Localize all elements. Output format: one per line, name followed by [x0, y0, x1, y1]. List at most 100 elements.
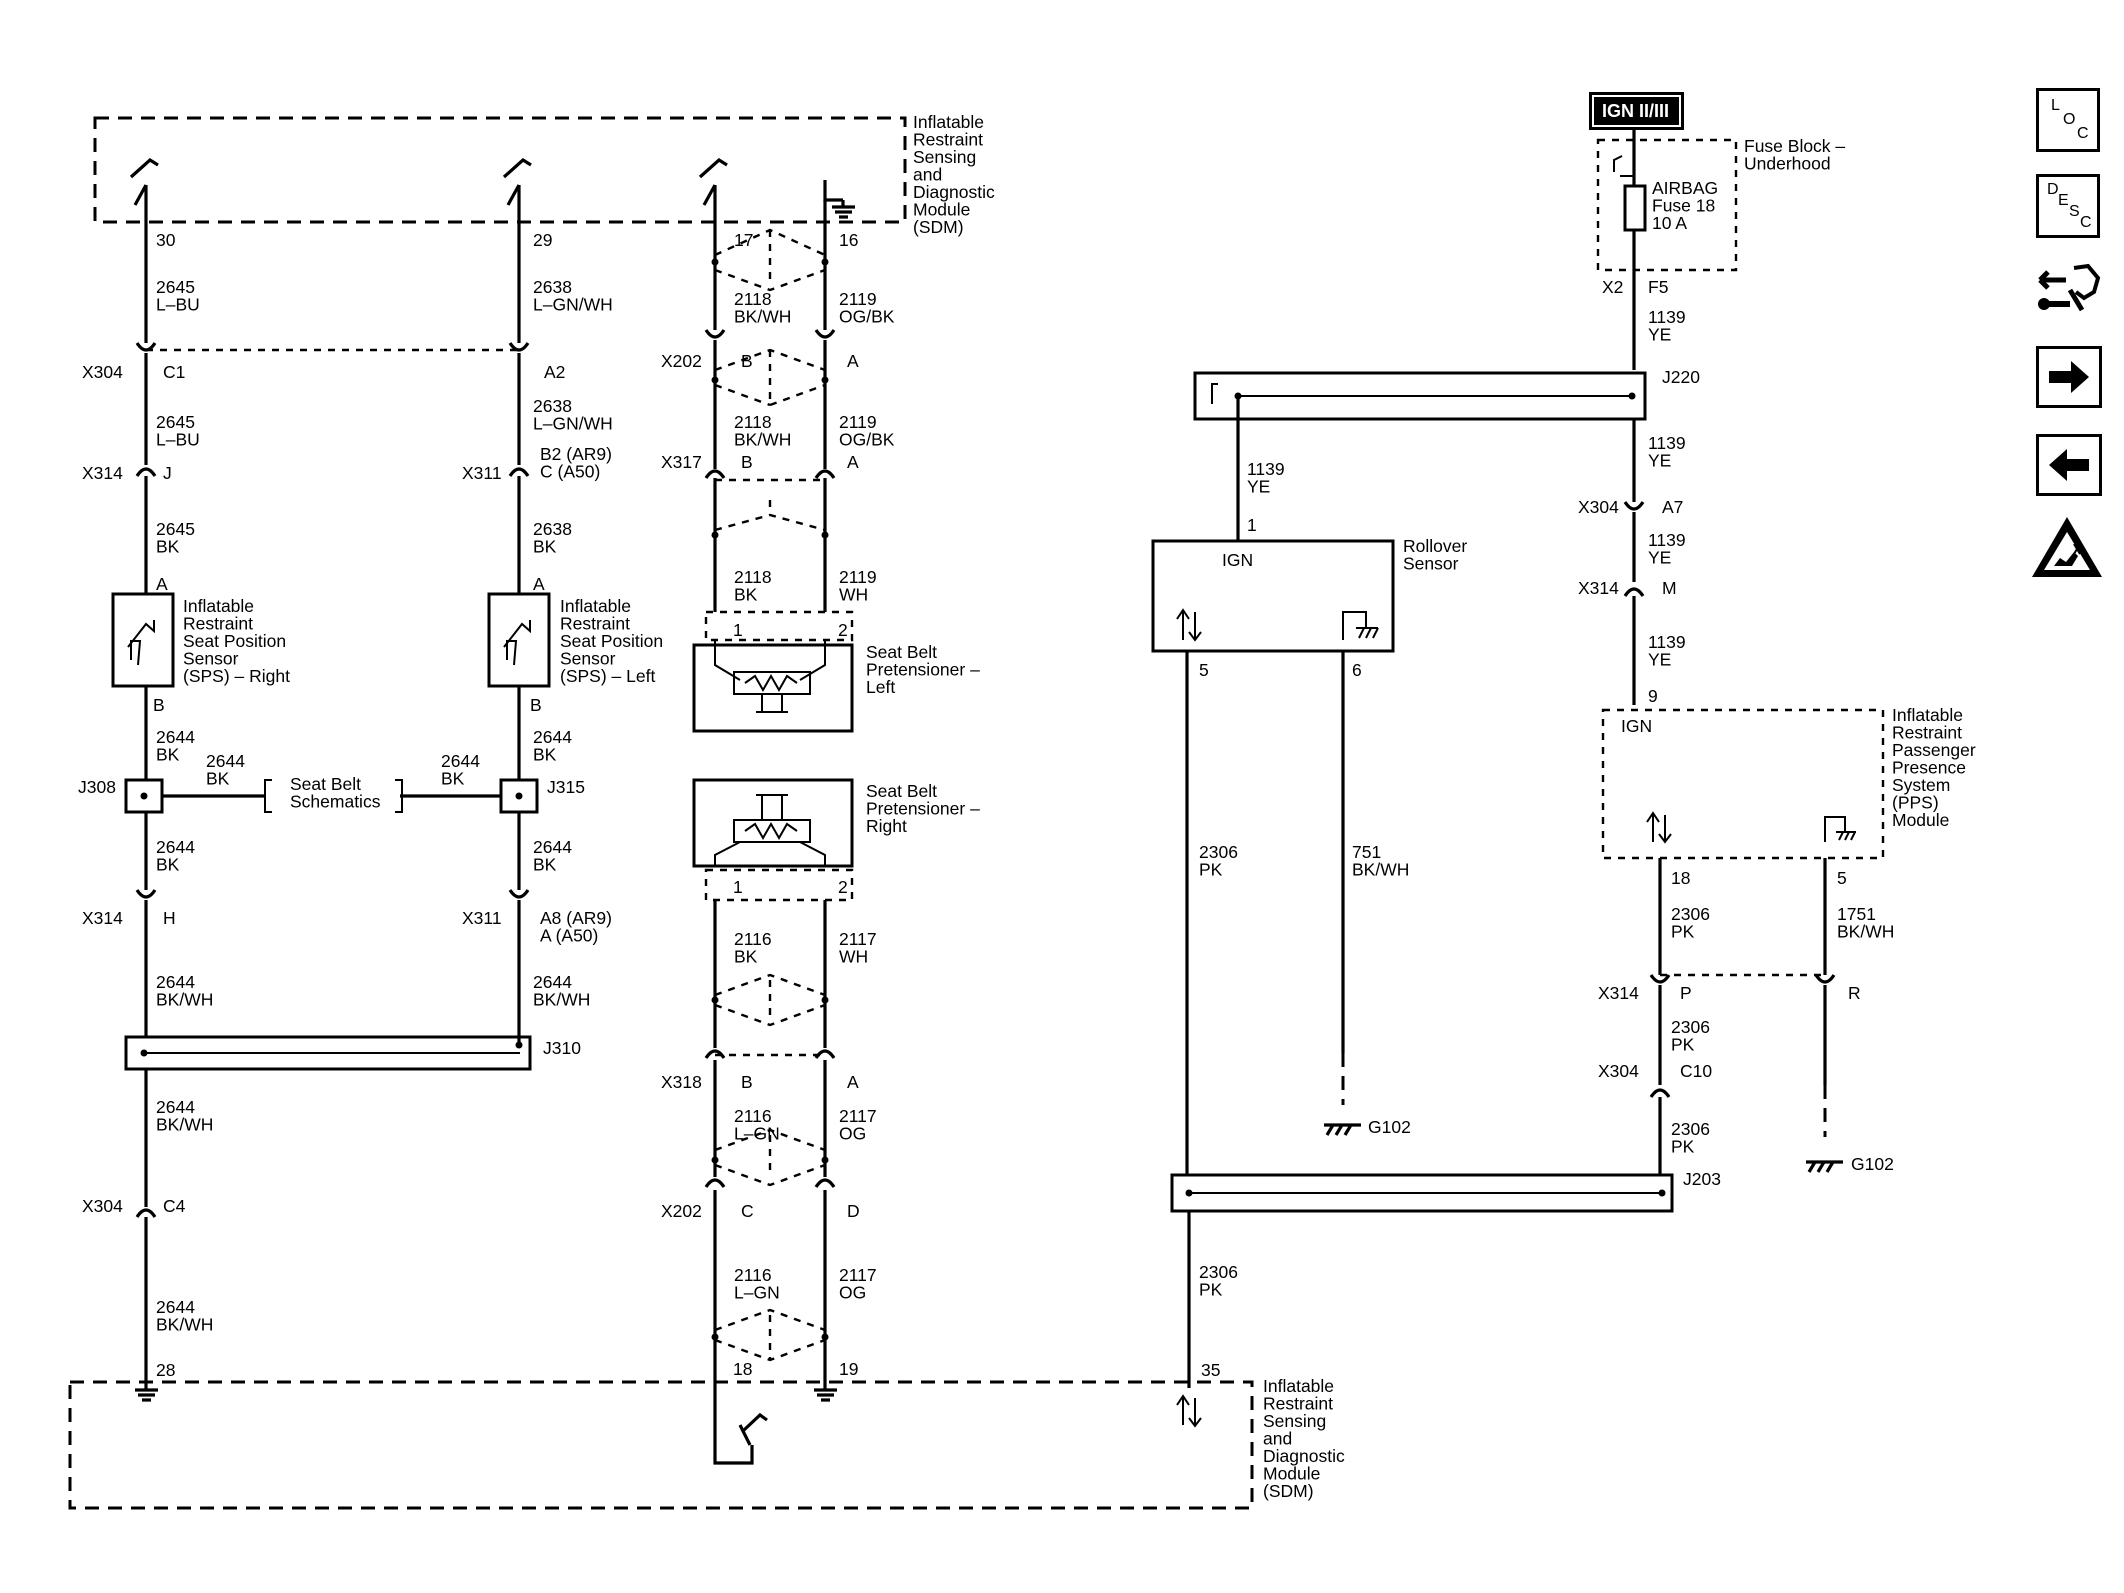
fuse-block-label: Fuse Block –Underhood	[1744, 136, 1845, 174]
x314c-label: X314	[1578, 578, 1619, 598]
x202b-label: X202	[661, 1201, 702, 1221]
ign-badge	[1589, 92, 1684, 130]
pretL2-label: 2	[838, 620, 848, 640]
j310-label: J310	[543, 1038, 581, 1058]
x202a-label: X202	[661, 351, 702, 371]
previous-page-arrow-icon[interactable]	[2036, 434, 2102, 496]
x317-label: X317	[661, 452, 702, 472]
x304b-label: X304	[82, 1196, 123, 1216]
pin30-label: 30	[156, 230, 176, 250]
x314d-label: X314	[1598, 983, 1639, 1003]
bC-label: B	[741, 1072, 753, 1092]
sdm-switch-29	[502, 158, 532, 206]
pin5p-label: 5	[1837, 868, 1847, 888]
cC-label: C	[741, 1201, 754, 1221]
pretR2-label: 2	[838, 877, 848, 897]
pin17-label: 17	[734, 230, 753, 250]
g102a-label: G102	[1368, 1117, 1411, 1137]
pretensioner-left-box	[692, 643, 854, 733]
sdm-top-outline	[93, 116, 907, 224]
connector-end-view-icon[interactable]	[2036, 258, 2102, 322]
aA-label: A	[847, 351, 859, 371]
loc-button[interactable]: L O C	[2036, 88, 2100, 152]
svg-text:IGN: IGN	[1222, 550, 1253, 570]
j220-label: J220	[1662, 367, 1700, 387]
x311b-label: X311	[462, 908, 502, 928]
desc-button[interactable]: D E S C	[2036, 174, 2100, 238]
sps-left-box	[487, 592, 551, 688]
m-label: M	[1662, 578, 1677, 598]
x314a-label: X314	[82, 463, 123, 483]
svg-text:IGN: IGN	[1621, 716, 1652, 736]
spsLB-label: B	[530, 695, 542, 715]
svg-text:IGN II/III: IGN II/III	[1602, 101, 1669, 121]
x311a-label: X311	[462, 463, 502, 483]
loc-letter-l: L	[2051, 97, 2060, 114]
spsRB-label: B	[153, 695, 165, 715]
loc-letter-c: C	[2077, 125, 2089, 142]
pin35-label: 35	[1201, 1360, 1220, 1380]
j-label: J	[163, 463, 172, 483]
pin9-label: 9	[1648, 686, 1658, 706]
esd-warning-icon[interactable]	[2030, 514, 2104, 580]
h-label: H	[163, 908, 176, 928]
j308-label: J308	[78, 777, 116, 797]
j203-label: J203	[1683, 1169, 1721, 1189]
aB-label: A	[847, 452, 859, 472]
g102-ground-b	[1806, 1160, 1843, 1173]
p-label: P	[1680, 983, 1692, 1003]
pin16-label: 16	[839, 230, 858, 250]
pin5r-label: 5	[1199, 660, 1209, 680]
x304d-label: X304	[1598, 1061, 1639, 1081]
rollover-sensor-box	[1151, 539, 1395, 653]
x314b-label: X314	[82, 908, 123, 928]
a8-label: A8 (AR9)A (A50)	[540, 908, 612, 946]
dD-label: D	[847, 1201, 860, 1221]
j315-label: J315	[547, 777, 585, 797]
fuse-block-outline	[1596, 138, 1738, 272]
desc-letter-d: D	[2047, 181, 2059, 198]
desc-letter-s: S	[2069, 203, 2080, 220]
sps-right-box	[111, 592, 175, 688]
c1-label: C1	[163, 362, 185, 382]
pin6r-label: 6	[1352, 660, 1362, 680]
next-page-arrow-icon[interactable]	[2036, 346, 2102, 408]
f5-label: F5	[1648, 277, 1668, 297]
c10-label: C10	[1680, 1061, 1712, 1081]
desc-letter-c: C	[2080, 214, 2092, 231]
